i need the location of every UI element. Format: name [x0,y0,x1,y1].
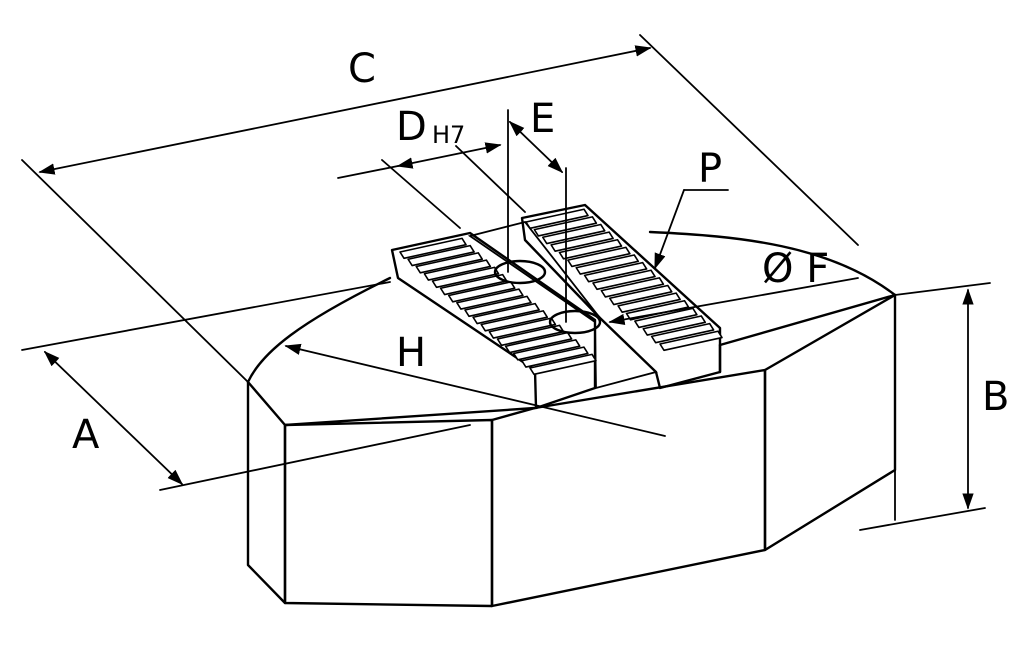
serration-tooth [642,315,707,336]
dimension-h: H [284,330,666,437]
serration-tooth [480,310,549,332]
left-serration-strip [390,231,597,410]
serration-tooth [575,254,640,275]
right-strip-outline [520,203,722,390]
right-serration-strip [520,203,723,390]
right-chamfer-face [763,293,897,552]
label-d-subscript: H7 [432,121,465,149]
label-h: H [396,330,426,376]
lower-hole [548,309,602,335]
serration-tooth [472,302,540,325]
front-left-face [283,418,494,608]
dimension-a: A [21,281,471,491]
serration-tooth [600,277,665,298]
serration-tooth [407,244,475,267]
center-slot [467,220,658,390]
serration-tooth [558,238,623,260]
serration-tooth [583,261,648,283]
leader-p: P [654,146,729,270]
left-strip-outline [390,231,597,410]
dimension-e: E [507,96,567,323]
serration-tooth [592,269,656,291]
dimension-c: C [21,34,859,383]
label-f: Ø F [762,246,829,292]
top-front-edge [283,406,537,427]
serration-tooth [617,292,681,313]
serration-tooth [415,252,484,274]
serration-tooth [608,284,673,306]
lower-chamfer-edge [764,469,896,551]
dimension-b: B [859,282,1009,531]
label-p: P [698,146,722,192]
serration-tooth [650,322,715,344]
label-d: D [396,104,427,150]
serration-tooth [634,307,698,329]
top-surface-left-arc [246,276,392,384]
serration-tooth [659,330,723,352]
serration-tooth [447,281,516,303]
serration-tooth [399,237,467,260]
label-a: A [72,412,100,458]
label-e: E [530,96,555,142]
left-chamfer-face [246,380,287,605]
serration-tooth [567,246,631,268]
upper-hole [493,259,547,285]
dimension-f: Ø F [608,246,859,326]
dimension-d: D H7 [337,104,526,229]
serration-tooth [504,331,573,354]
serration-tooth [521,346,589,368]
serration-tooth [512,339,581,361]
top-right-edge [718,293,897,347]
serration-tooth [431,266,500,289]
jaw-body [246,230,897,608]
serration-tooth [541,223,606,245]
top-surface-right-arc [648,230,897,297]
serration-tooth [464,295,532,318]
serration-tooth [456,288,524,310]
label-b: B [982,374,1009,420]
label-c: C [348,46,376,92]
serration-tooth [488,317,557,339]
serration-tooth [423,259,492,281]
